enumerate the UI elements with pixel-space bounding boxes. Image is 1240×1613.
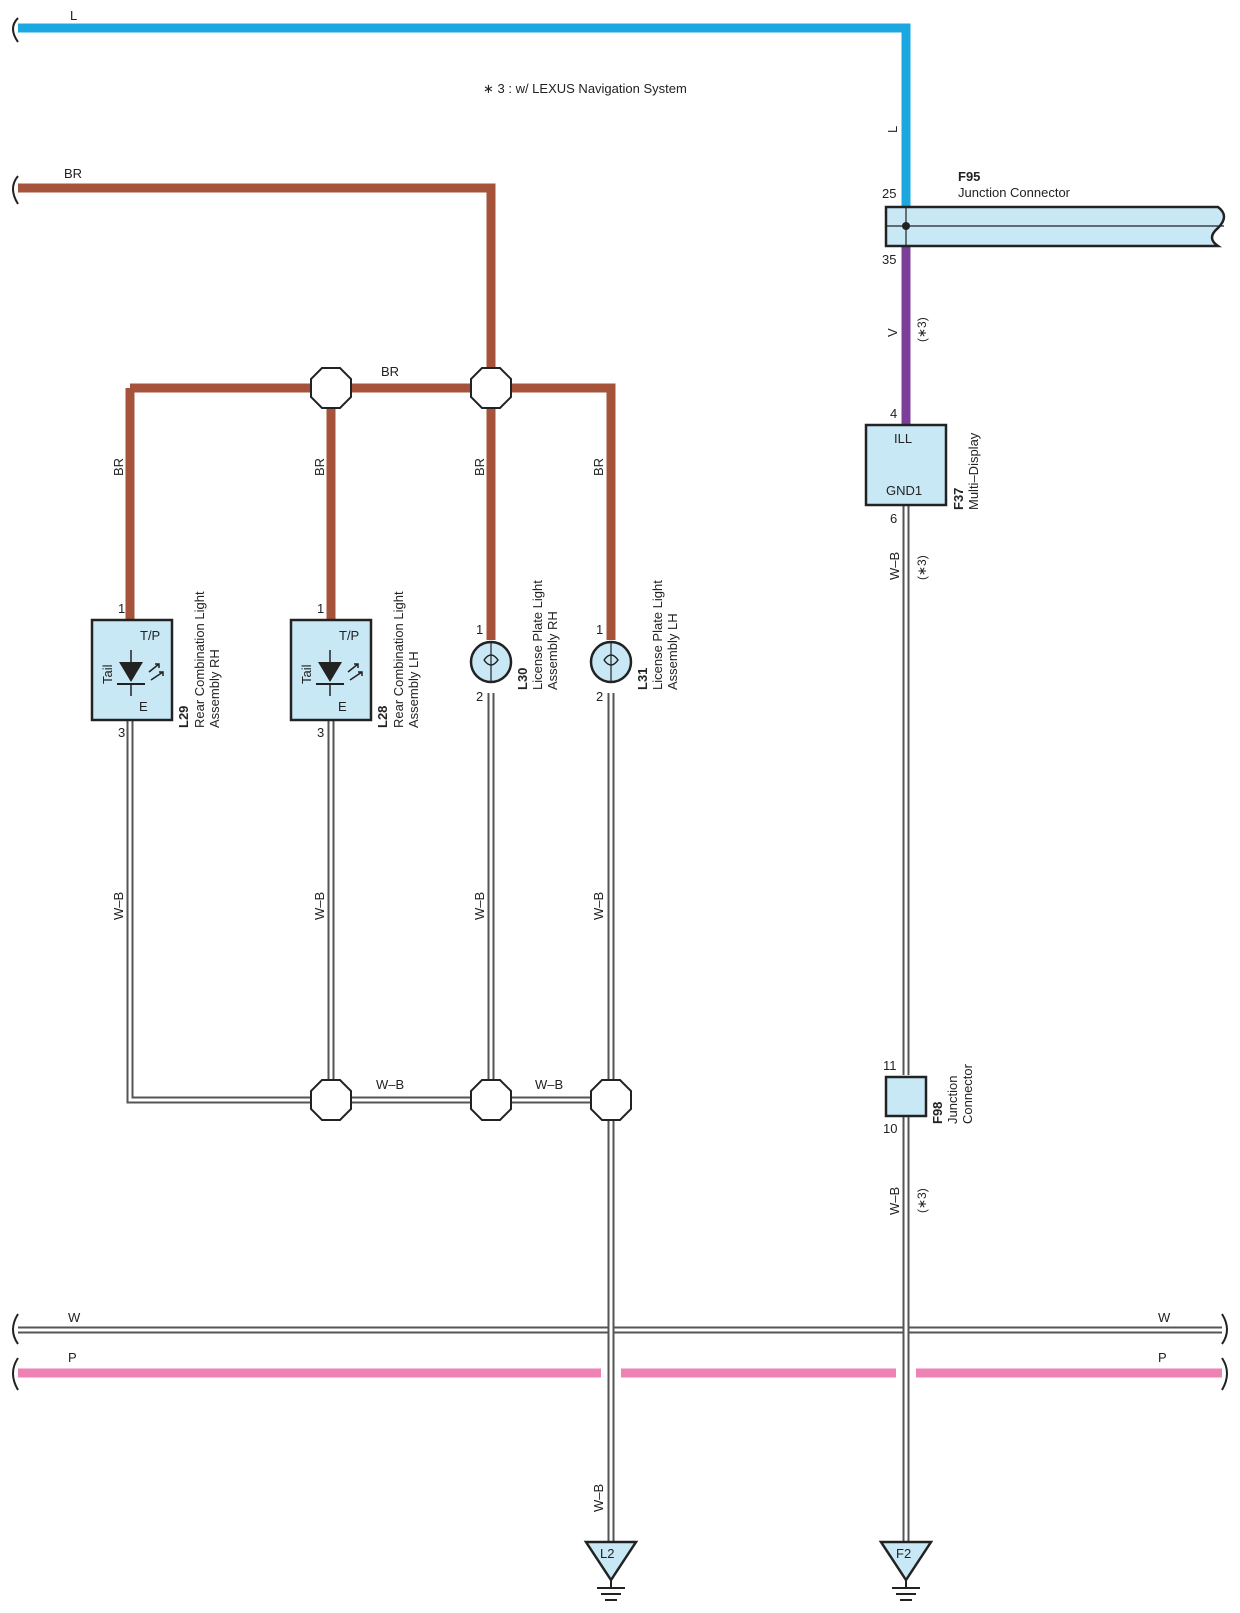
l29-rear-combination-light-rh xyxy=(90,618,174,722)
l31-name-1: License Plate Light xyxy=(650,580,665,690)
l31-code: L31 xyxy=(635,668,650,690)
l30-pin-1: 1 xyxy=(476,622,483,637)
splice-wb-3 xyxy=(590,1079,632,1121)
f95-pin-35: 35 xyxy=(882,252,896,267)
l28-code: L28 xyxy=(375,706,390,728)
ground-l2-label: L2 xyxy=(600,1546,614,1561)
wire-cond-f37: (∗3) xyxy=(915,555,929,580)
f37-gnd-label: GND1 xyxy=(886,483,922,498)
f98-code: F98 xyxy=(930,1102,945,1124)
wire-label-l-vertical: L xyxy=(885,126,900,133)
l29-code: L29 xyxy=(176,706,191,728)
l29-tp-label: T/P xyxy=(140,628,160,643)
footnote: ∗ 3 : w/ LEXUS Navigation System xyxy=(483,81,687,96)
l30-name-2: Assembly RH xyxy=(545,611,560,690)
l30-pin-2: 2 xyxy=(476,689,483,704)
wire-label-wb-bus-1: W–B xyxy=(376,1077,404,1092)
wire-label-wb-l31: W–B xyxy=(591,892,606,920)
f37-ill-label: ILL xyxy=(894,431,912,446)
wire-label-v: V xyxy=(885,328,900,337)
splice-wb-1 xyxy=(310,1079,352,1121)
wire-label-br-top: BR xyxy=(64,166,82,181)
l29-pin-1: 1 xyxy=(118,601,125,616)
l31-name-2: Assembly LH xyxy=(665,613,680,690)
f98-name-1: Junction xyxy=(945,1076,960,1124)
ground-f2-label: F2 xyxy=(896,1546,911,1561)
f95-name: Junction Connector xyxy=(958,185,1071,200)
l28-tail-label: Tail xyxy=(299,664,314,684)
wire-label-wb-l29: W–B xyxy=(111,892,126,920)
wire-label-wb-l28: W–B xyxy=(312,892,327,920)
l29-tail-label: Tail xyxy=(100,664,115,684)
wire-label-br-l30: BR xyxy=(472,458,487,476)
wire-label-br-l29: BR xyxy=(111,458,126,476)
l29-pin-3: 3 xyxy=(118,725,125,740)
ground-l2-icon xyxy=(583,1540,639,1601)
l28-tp-label: T/P xyxy=(339,628,359,643)
wire-label-p-right: P xyxy=(1158,1350,1167,1365)
f98-pin-10: 10 xyxy=(883,1121,897,1136)
l29-name-2: Assembly RH xyxy=(207,649,222,728)
wire-label-br-l28: BR xyxy=(312,458,327,476)
f95-code: F95 xyxy=(958,169,980,184)
wire-label-w-left: W xyxy=(68,1310,81,1325)
l31-pin-1: 1 xyxy=(596,622,603,637)
f98-name-2: Connector xyxy=(960,1063,975,1124)
pink-wire-p xyxy=(12,1357,1228,1391)
l28-name-2: Assembly LH xyxy=(406,651,421,728)
l30-code: L30 xyxy=(515,668,530,690)
f98-junction-connector xyxy=(884,1075,928,1118)
wire-label-br-l31: BR xyxy=(591,458,606,476)
wire-label-p-left: P xyxy=(68,1350,77,1365)
splice-br-1 xyxy=(310,367,352,409)
splice-br-2 xyxy=(470,367,512,409)
l31-license-plate-light-lh xyxy=(589,640,633,684)
wb-wire-network xyxy=(126,505,910,1555)
wire-break-br xyxy=(12,175,19,205)
wire-cond-f98: (∗3) xyxy=(915,1188,929,1213)
ground-f2-icon xyxy=(878,1540,934,1601)
l29-name-1: Rear Combination Light xyxy=(192,591,207,728)
wire-cond-v: (∗3) xyxy=(915,317,929,342)
wire-label-wb-f37: W–B xyxy=(887,552,902,580)
wire-label-wb-bus-2: W–B xyxy=(535,1077,563,1092)
f37-multi-display xyxy=(864,423,948,507)
white-wire-w xyxy=(12,1313,1228,1345)
l30-license-plate-light-rh xyxy=(469,640,513,684)
wire-label-wb-f98: W–B xyxy=(887,1187,902,1215)
blue-wire-l xyxy=(12,17,911,232)
l28-e-label: E xyxy=(338,699,347,714)
l28-rear-combination-light-lh xyxy=(289,618,373,722)
l28-pin-3: 3 xyxy=(317,725,324,740)
wire-label-wb-l30: W–B xyxy=(472,892,487,920)
f95-pin-25: 25 xyxy=(882,186,896,201)
l28-name-1: Rear Combination Light xyxy=(391,591,406,728)
f37-code: F37 xyxy=(951,488,966,510)
f98-pin-11: 11 xyxy=(883,1058,897,1073)
f37-pin-6: 6 xyxy=(890,511,897,526)
f95-junction-connector xyxy=(884,205,1226,248)
wire-label-wb-ground-l2: W–B xyxy=(591,1484,606,1512)
wire-label-br-bus: BR xyxy=(381,364,399,379)
l29-e-label: E xyxy=(139,699,148,714)
splice-wb-2 xyxy=(470,1079,512,1121)
f37-pin-4: 4 xyxy=(890,406,897,421)
wire-label-l: L xyxy=(70,8,77,23)
l30-name-1: License Plate Light xyxy=(530,580,545,690)
wire-label-w-right: W xyxy=(1158,1310,1171,1325)
l28-pin-1: 1 xyxy=(317,601,324,616)
f37-name: Multi–Display xyxy=(966,432,981,510)
l31-pin-2: 2 xyxy=(596,689,603,704)
brown-wire-network xyxy=(18,183,616,640)
